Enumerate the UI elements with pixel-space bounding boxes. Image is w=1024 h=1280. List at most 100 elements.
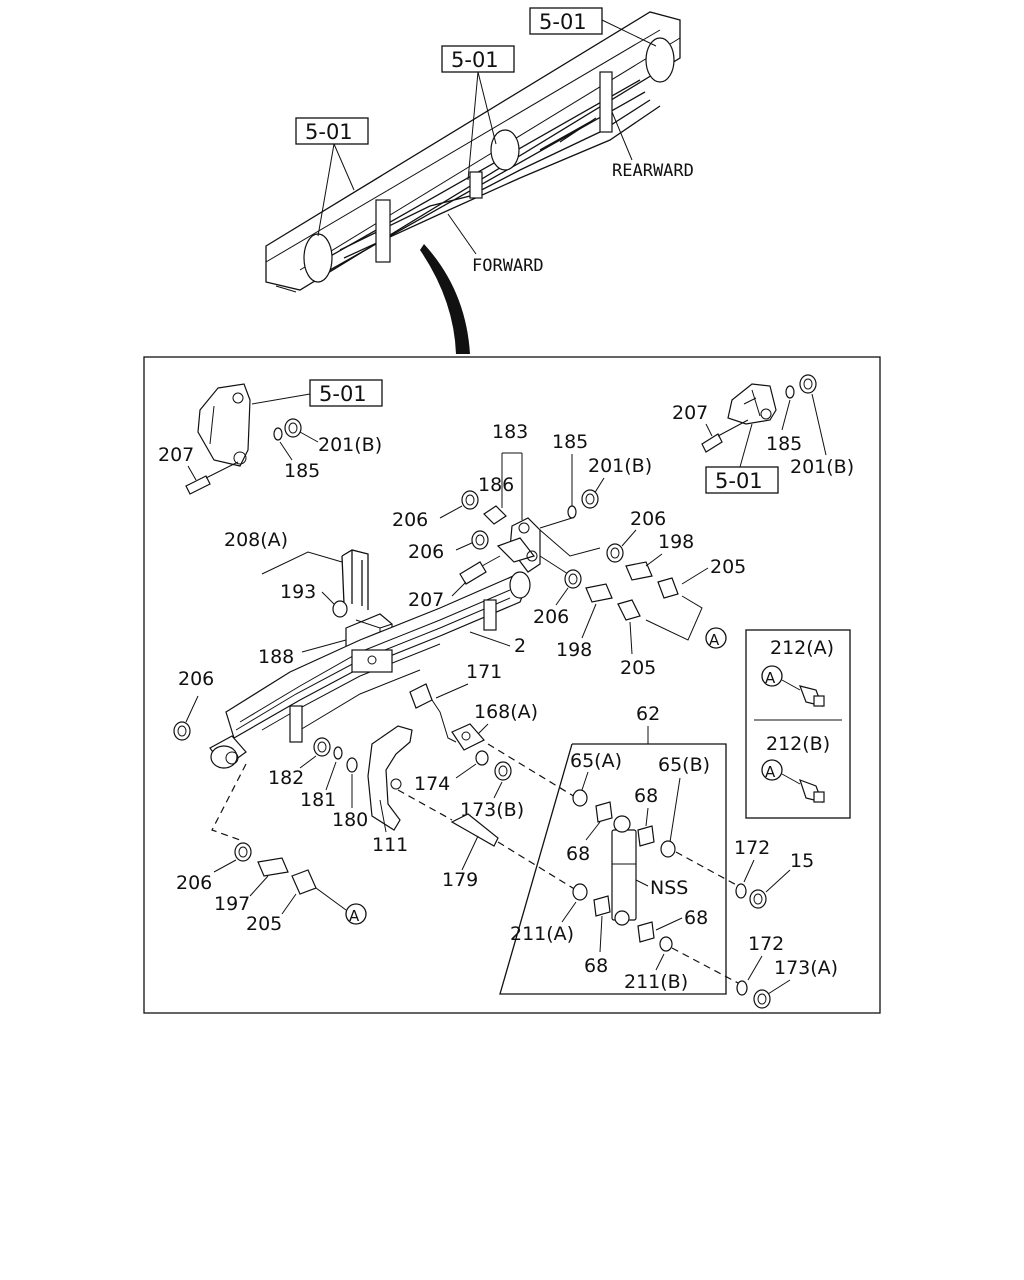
bushing-206-a — [461, 490, 479, 510]
label-179: 179 — [442, 869, 478, 891]
label-168a: 168(A) — [474, 701, 538, 723]
bushing-211b — [659, 936, 673, 952]
ref-circle-a-label: A — [765, 669, 776, 687]
label-201b: 201(B) — [318, 434, 382, 456]
label-205-a: 205 — [710, 556, 746, 578]
label-111: 111 — [372, 834, 408, 856]
shackle-plate — [496, 517, 541, 573]
label-185-c: 185 — [552, 431, 588, 453]
bushing-65b — [660, 840, 676, 858]
overview-ref-label: 5-01 — [451, 48, 499, 72]
rear-hanger-bracket — [727, 383, 777, 425]
ref-circle-a — [761, 665, 783, 687]
u-bolt-208a — [341, 549, 369, 610]
bolt-205-b — [617, 599, 641, 621]
label-211a: 211(A) — [510, 923, 574, 945]
bushing-206-d — [564, 569, 582, 589]
ref-box-left — [309, 379, 383, 407]
bracket-168a — [451, 723, 485, 751]
label-181: 181 — [300, 789, 336, 811]
bushing-211a — [572, 883, 588, 901]
nut-15 — [749, 889, 767, 909]
label-206-e: 206 — [178, 668, 214, 690]
label-180: 180 — [332, 809, 368, 831]
washer-172-b — [736, 980, 748, 996]
bushing-65a — [572, 789, 588, 807]
grease-fitting-212b — [799, 778, 825, 803]
label-68-d: 68 — [684, 907, 708, 929]
label-207-c: 207 — [408, 589, 444, 611]
bolt-207 — [185, 461, 239, 495]
label-173a: 173(A) — [774, 957, 838, 979]
label-206-f: 206 — [176, 872, 212, 894]
label-nss: NSS — [650, 877, 688, 899]
label-183: 183 — [492, 421, 528, 443]
nut-193 — [332, 600, 348, 618]
forward-label: FORWARD — [472, 256, 544, 276]
label-65a: 65(A) — [570, 750, 622, 772]
label-205-b: 205 — [620, 657, 656, 679]
bushing-206-c — [606, 543, 624, 563]
bushing-206-f — [234, 842, 252, 862]
rearward-label: REARWARD — [612, 161, 694, 181]
label-172-b: 172 — [748, 933, 784, 955]
front-hanger-bracket — [197, 383, 251, 467]
pin-198-a — [625, 561, 653, 581]
label-68-c: 68 — [584, 955, 608, 977]
label-173b: 173(B) — [460, 799, 524, 821]
zoom-pointer — [420, 244, 470, 354]
bolt-205-c — [291, 869, 317, 895]
bushing-206-b — [471, 530, 489, 550]
nut-201b-shackle — [581, 489, 599, 509]
label-174: 174 — [414, 773, 450, 795]
ref-circle-a — [345, 903, 367, 925]
ref-circle-a-label: A — [709, 631, 720, 649]
nut-173a — [753, 989, 771, 1009]
label-15: 15 — [790, 850, 814, 872]
label-206-a: 206 — [392, 509, 428, 531]
shock-absorber — [611, 815, 637, 926]
label-197: 197 — [214, 893, 250, 915]
bushing-206-e — [173, 721, 191, 741]
ref-circle-a — [705, 627, 727, 649]
overview-ref-label: 5-01 — [539, 10, 587, 34]
ref-circle-a-label: A — [765, 763, 776, 781]
overview-ref-box — [295, 117, 369, 145]
label-198-b: 198 — [556, 639, 592, 661]
label-201b-c: 201(B) — [588, 455, 652, 477]
label-186: 186 — [478, 474, 514, 496]
label-211b: 211(B) — [624, 971, 688, 993]
ref-box-right — [705, 466, 779, 494]
washer-185 — [273, 427, 283, 441]
label-172-a: 172 — [734, 837, 770, 859]
label-212a: 212(A) — [770, 637, 834, 659]
overview-ref-box — [529, 7, 603, 35]
bracket-111 — [367, 725, 413, 831]
label-205-c: 205 — [246, 913, 282, 935]
label-68-b: 68 — [634, 785, 658, 807]
bolt-207-shackle — [459, 555, 501, 585]
nut-201b-right — [799, 374, 817, 394]
stud-179 — [450, 813, 499, 847]
label-188: 188 — [258, 646, 294, 668]
grease-fitting-inset — [745, 629, 851, 819]
label-207: 207 — [158, 444, 194, 466]
label-171: 171 — [466, 661, 502, 683]
label-62: 62 — [636, 703, 660, 725]
label-65b: 65(B) — [658, 754, 710, 776]
label-193: 193 — [280, 581, 316, 603]
label-207-right: 207 — [672, 402, 708, 424]
nut-201b — [284, 418, 302, 438]
rubber-68-a — [595, 801, 613, 823]
washer-180 — [346, 757, 358, 773]
label-206-b: 206 — [408, 541, 444, 563]
washer-185-right — [785, 385, 795, 399]
label-198-a: 198 — [658, 531, 694, 553]
nut-182 — [313, 737, 331, 757]
bolt-207-right — [701, 419, 749, 453]
nut-173b — [494, 761, 512, 781]
ref-circle-a — [761, 759, 783, 781]
washer-174 — [475, 750, 489, 766]
overview-ref-label: 5-01 — [305, 120, 353, 144]
